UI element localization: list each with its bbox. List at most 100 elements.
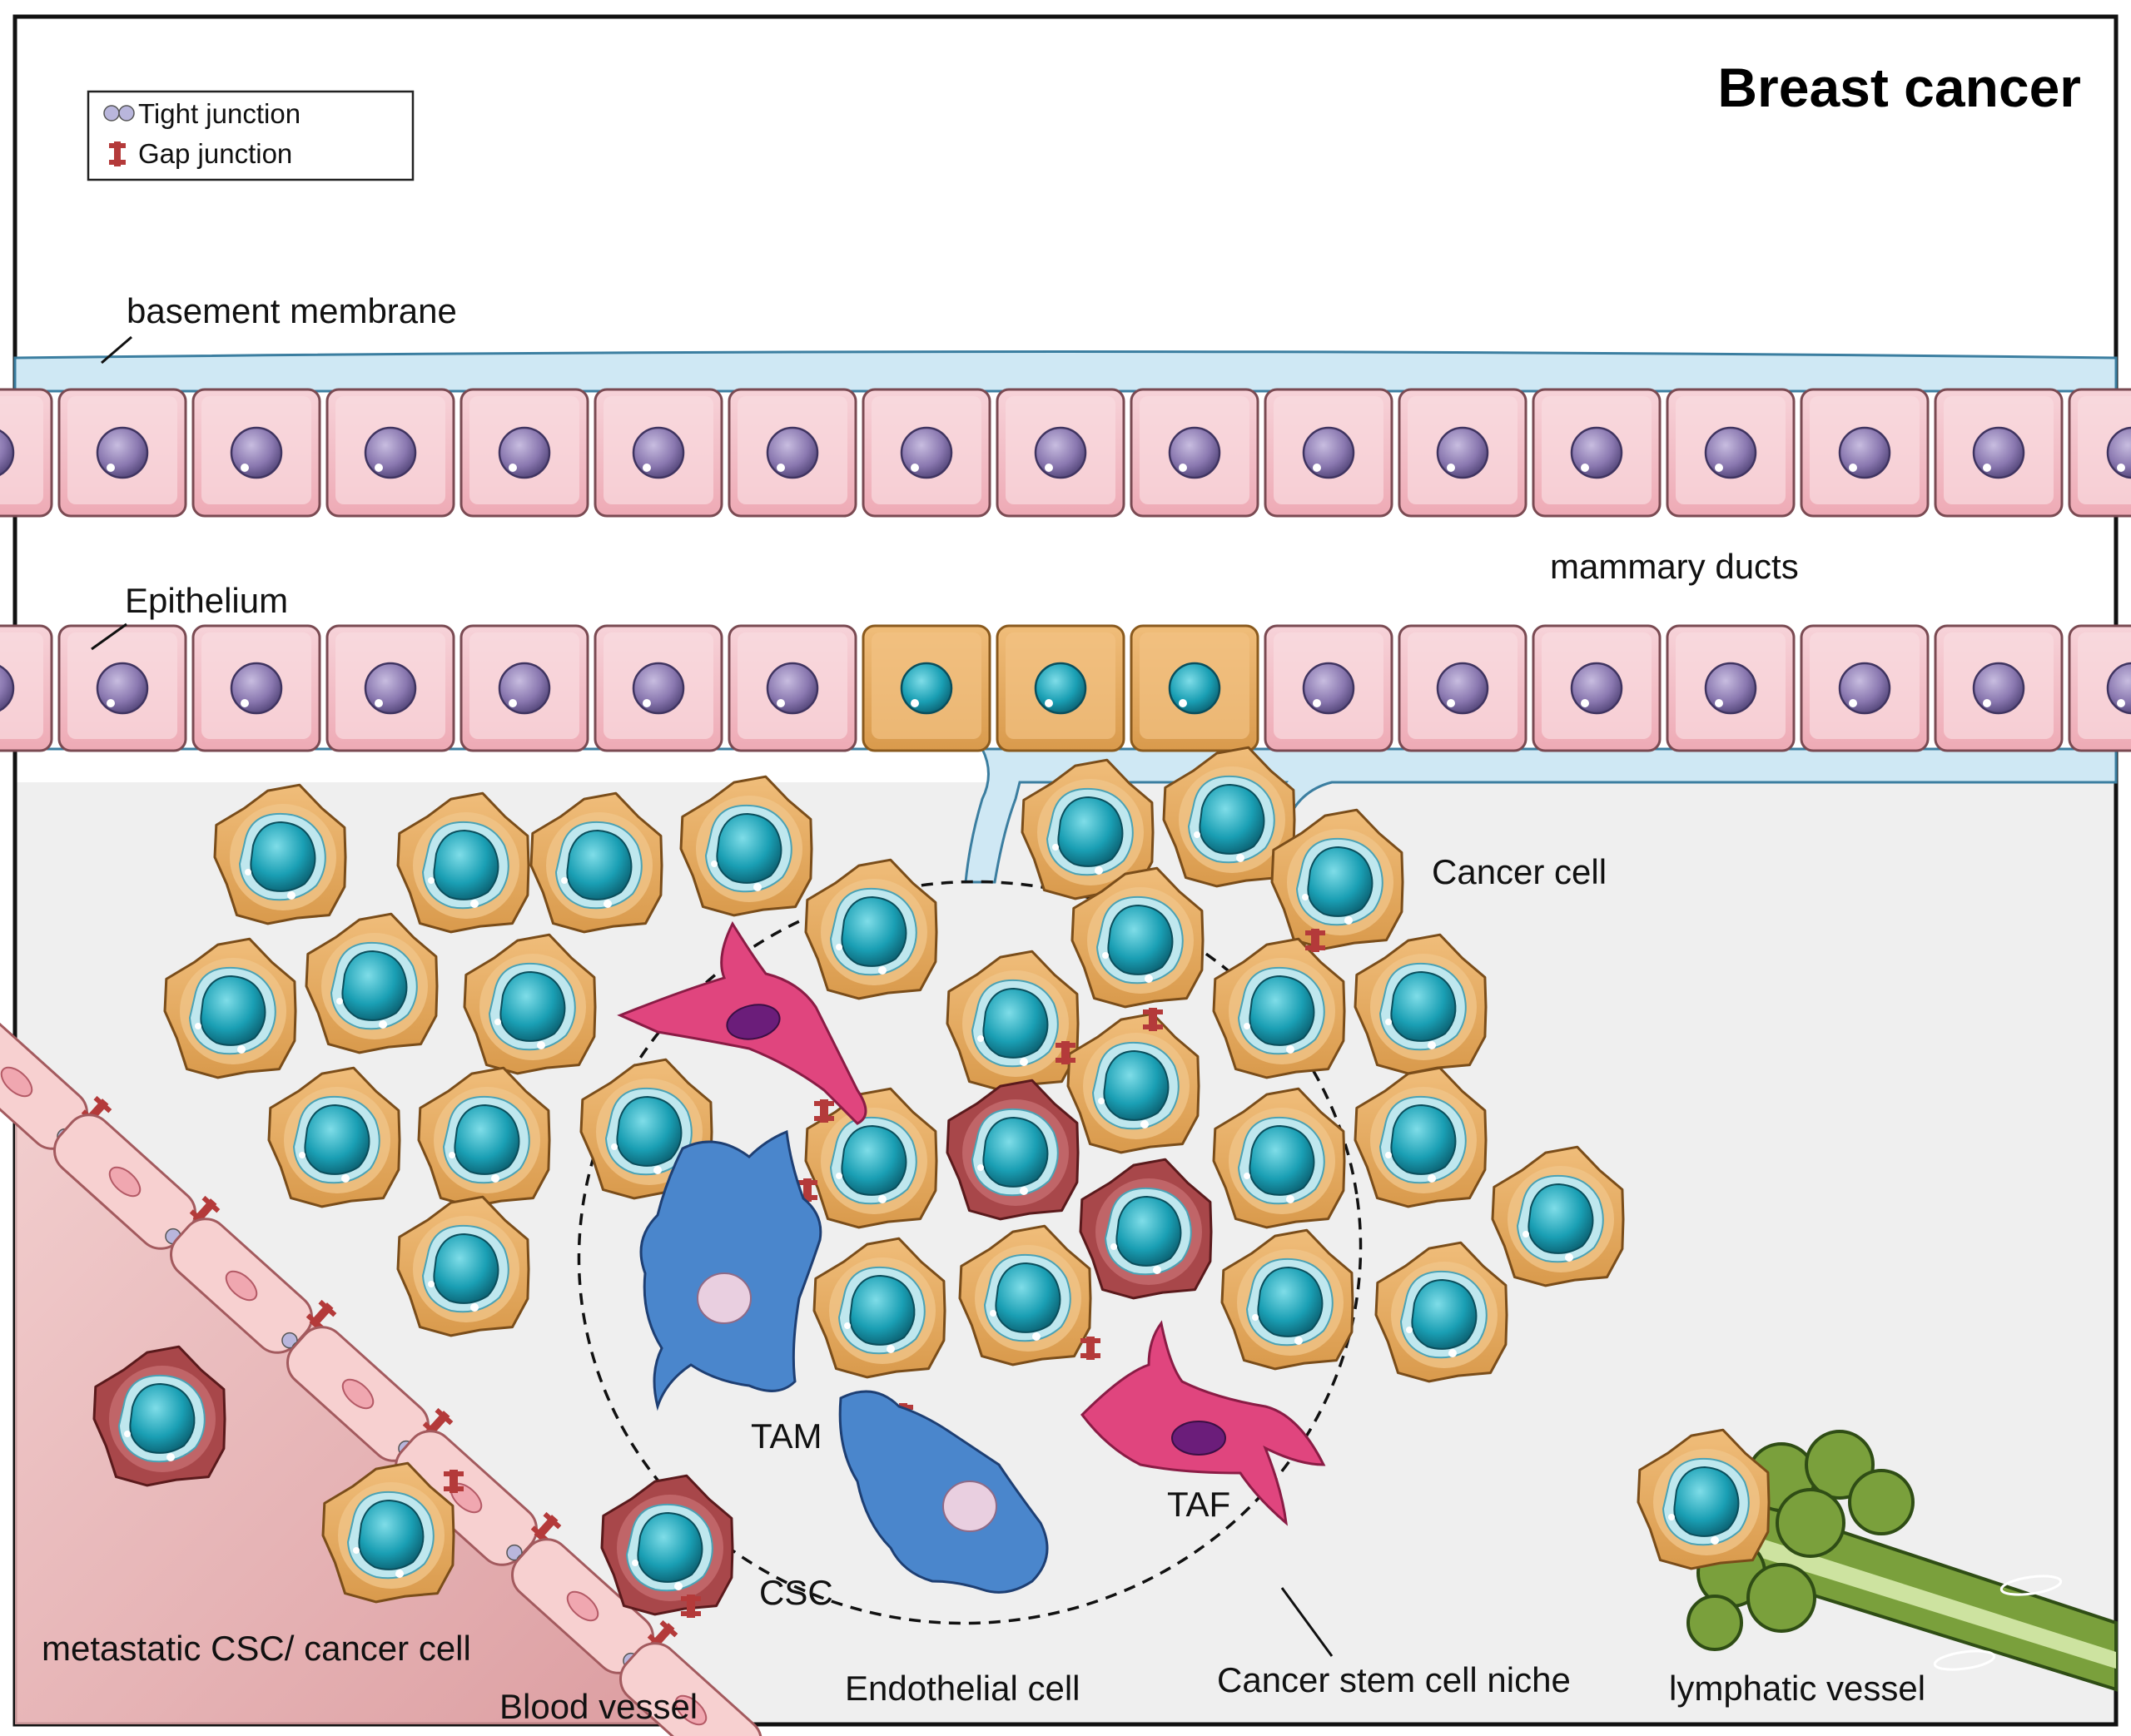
nucleus (454, 1104, 520, 1175)
nucleus (1168, 426, 1221, 479)
cancer-cell (213, 783, 347, 925)
cancer-cell (1491, 1145, 1625, 1287)
nucleus (1570, 426, 1623, 479)
epithelium-row-top (0, 388, 2131, 518)
tumour-epithelial-cell (862, 624, 991, 752)
epithelial-cell (191, 388, 321, 518)
endothelium (0, 1014, 762, 1736)
epithelial-cell (325, 624, 455, 752)
nucleus (1115, 1195, 1182, 1267)
epithelial-cell (459, 624, 589, 752)
cancer-cell (1212, 937, 1346, 1079)
label-endothelial-cell: Endothelial cell (845, 1669, 1080, 1708)
nucleus (1390, 970, 1457, 1042)
nucleus (433, 829, 499, 900)
nucleus (1436, 662, 1489, 715)
label-metastatic: metastatic CSC/ cancer cell (42, 1629, 471, 1668)
epithelial-cell (1532, 388, 1662, 518)
epithelial-cell (2068, 388, 2131, 518)
nucleus (716, 812, 782, 884)
cancer-cell (417, 1066, 551, 1208)
nucleus (1168, 662, 1221, 715)
endothelial-cell (619, 1642, 762, 1736)
nucleus (995, 1262, 1061, 1333)
legend-tight-junction: Tight junction (138, 98, 301, 129)
duct-lumen (15, 524, 2116, 624)
nucleus (498, 426, 551, 479)
label-basement-membrane: basement membrane (127, 291, 457, 330)
tumour-epithelial-cell (996, 624, 1125, 752)
tight-junction-icon (103, 105, 135, 122)
nucleus (1972, 662, 2025, 715)
nucleus (1107, 904, 1174, 975)
nucleus (1199, 783, 1265, 855)
cancer-cell (812, 1237, 946, 1379)
csc-cell (946, 1079, 1080, 1221)
nucleus (1307, 846, 1373, 917)
nucleus (341, 950, 408, 1021)
nucleus (900, 426, 953, 479)
gap-junction-icon (1305, 929, 1325, 952)
nucleus (841, 895, 907, 967)
basement-membrane-top (13, 350, 2118, 393)
nucleus (433, 1233, 499, 1304)
cancer-cell (1220, 1228, 1354, 1371)
tumour-epithelial-cell (1130, 624, 1259, 752)
epithelial-cell (728, 624, 857, 752)
nucleus (129, 1382, 196, 1454)
epithelial-cell (1398, 388, 1527, 518)
nucleus (250, 821, 316, 892)
epithelial-cell (459, 388, 589, 518)
cancer-cell (463, 933, 597, 1075)
cancer-cell (163, 937, 297, 1079)
nucleus (364, 662, 417, 715)
nucleus (1302, 426, 1355, 479)
nucleus (616, 1095, 683, 1167)
nucleus (1436, 426, 1489, 479)
nucleus (304, 1104, 370, 1175)
nucleus (1390, 1104, 1457, 1175)
nucleus (230, 662, 283, 715)
nucleus (1249, 975, 1315, 1046)
nucleus (1302, 662, 1355, 715)
nucleus (1034, 662, 1087, 715)
epithelial-cell (1800, 624, 1930, 752)
nucleus (0, 665, 15, 712)
diagram-title: Breast cancer (1717, 57, 2081, 118)
frame-border (12, 14, 2119, 1727)
legend: Tight junction Gap junction (87, 90, 415, 181)
epithelial-cell (1934, 388, 2064, 518)
epithelial-cell (57, 624, 187, 752)
epithelial-cell (996, 388, 1125, 518)
epithelial-cell (325, 388, 455, 518)
nucleus (364, 426, 417, 479)
nucleus (1570, 662, 1623, 715)
epithelial-cell (1264, 624, 1393, 752)
nucleus (1704, 426, 1757, 479)
nucleus (1034, 426, 1087, 479)
nucleus (1972, 426, 2025, 479)
nucleus (632, 426, 685, 479)
cancer-cell (1270, 808, 1404, 950)
epithelial-cell (1264, 388, 1393, 518)
cancer-cell (321, 1461, 455, 1604)
epithelial-cell (1666, 624, 1796, 752)
epithelial-cell (1666, 388, 1796, 518)
cancer-cell (579, 1058, 713, 1200)
nucleus (900, 662, 953, 715)
nucleus (499, 970, 566, 1042)
nucleus (982, 1116, 1049, 1188)
nucleus (2106, 662, 2131, 715)
pointer-basement-membrane (101, 335, 132, 365)
cancer-cell (679, 775, 813, 917)
epithelial-cell (0, 624, 53, 752)
nucleus (566, 829, 633, 900)
nucleus (1257, 1266, 1324, 1337)
nucleus (1103, 1049, 1170, 1121)
cancer-cell (267, 1066, 401, 1208)
csc-cell (1079, 1158, 1213, 1300)
nucleus (1838, 426, 1891, 479)
blood-vessel (0, 1014, 762, 1736)
gap-junction-icon (681, 1595, 701, 1618)
